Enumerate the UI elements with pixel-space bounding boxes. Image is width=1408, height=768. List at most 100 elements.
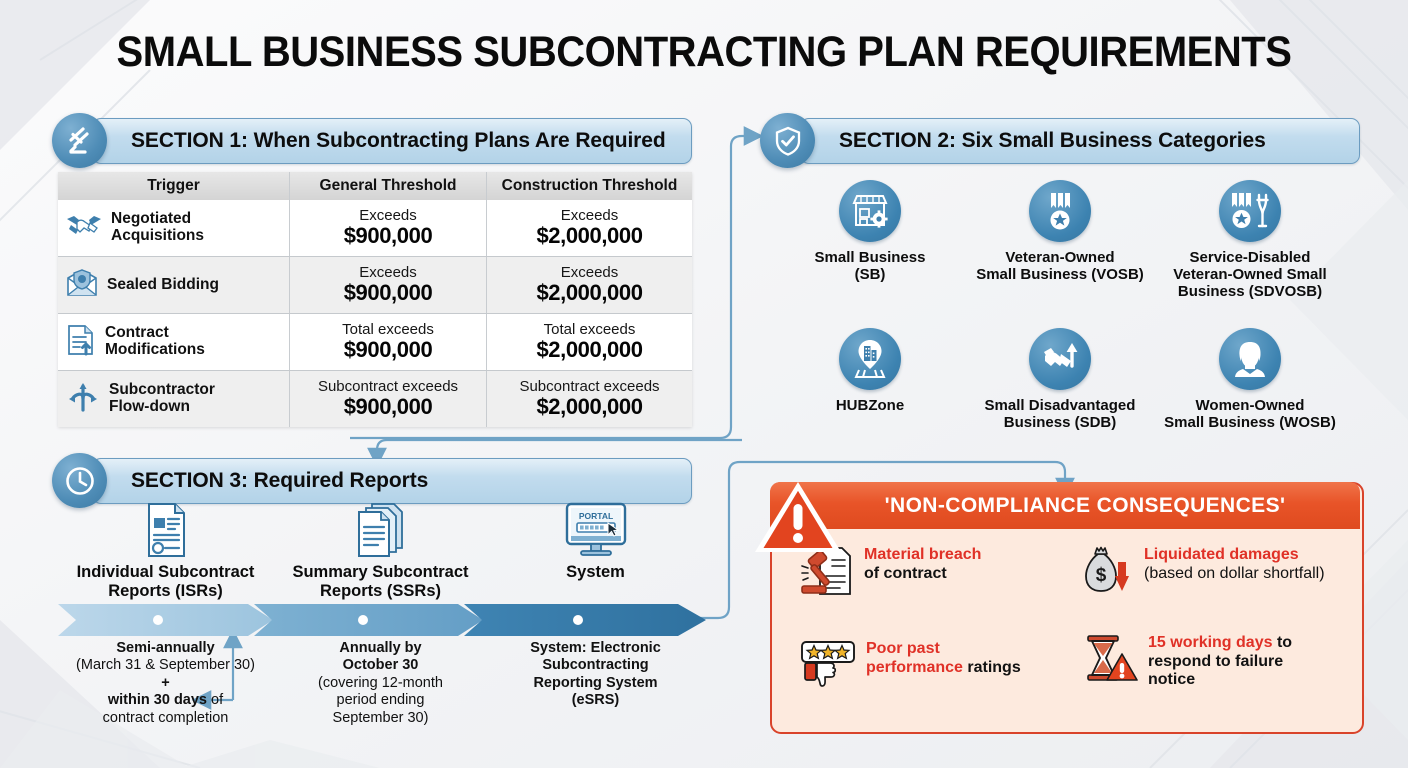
cell-construction-threshold: Exceeds $2,000,000	[487, 200, 692, 256]
process-arrow-bar	[58, 604, 706, 636]
thumbs-down-stars-icon	[800, 640, 856, 693]
construction-value: $2,000,000	[536, 393, 643, 419]
cell-construction-threshold: Subcontract exceeds $2,000,000	[487, 371, 692, 427]
branching-arrows-icon	[66, 382, 100, 417]
map-pin-building-icon	[839, 328, 901, 390]
single-document-icon	[58, 500, 273, 558]
cell-construction-threshold: Total exceeds $2,000,000	[487, 314, 692, 370]
medal-icon	[1029, 180, 1091, 242]
handshake-arrow-icon	[1029, 328, 1091, 390]
category-label: Small Business(SB)	[814, 249, 926, 284]
noncompliance-panel: 'NON-COMPLIANCE CONSEQUENCES' Material b…	[770, 482, 1364, 734]
table-row: Sealed Bidding Exceeds $900,000 Exceeds …	[58, 257, 692, 314]
storefront-gear-icon	[839, 180, 901, 242]
section-3-title: SECTION 3: Required Reports	[131, 469, 429, 492]
stacked-documents-icon	[273, 500, 488, 558]
medal-crutch-icon	[1219, 180, 1281, 242]
category-1: Small Business(SB)	[775, 180, 965, 283]
general-value: $900,000	[343, 393, 433, 419]
cell-trigger: Sealed Bidding	[58, 257, 290, 313]
general-prefix: Exceeds	[359, 206, 417, 224]
report-step-detail-1: Semi-annually(March 31 & September 30)+w…	[76, 640, 255, 726]
report-step-label: System	[566, 563, 625, 581]
noncompliance-header: 'NON-COMPLIANCE CONSEQUENCES'	[770, 482, 1360, 529]
general-prefix: Exceeds	[359, 263, 417, 281]
category-4: HUBZone	[775, 328, 965, 414]
section-3-header: SECTION 3: Required Reports	[52, 453, 692, 508]
sealed-envelope-icon	[66, 268, 98, 303]
consequence-item-2: $ Liquidated damages(based on dollar sho…	[1082, 546, 1352, 599]
svg-text:$: $	[1096, 565, 1107, 586]
section-3-bar: SECTION 3: Required Reports	[92, 458, 692, 504]
section-1-title: SECTION 1: When Subcontracting Plans Are…	[131, 129, 666, 152]
consequence-text: Liquidated damages(based on dollar short…	[1144, 546, 1325, 582]
page-title: SMALL BUSINESS SUBCONTRACTING PLAN REQUI…	[116, 28, 1292, 76]
report-step-3: PORTAL System	[488, 500, 703, 582]
shield-check-icon	[760, 113, 815, 168]
gavel-icon	[52, 113, 107, 168]
money-bag-down-arrow-icon: $	[1082, 546, 1134, 599]
general-prefix: Subcontract exceeds	[317, 377, 459, 395]
portal-monitor-icon: PORTAL	[488, 500, 703, 558]
section-1-header: SECTION 1: When Subcontracting Plans Are…	[52, 113, 692, 168]
section-2-header: SECTION 2: Six Small Business Categories	[760, 113, 1360, 168]
cell-general-threshold: Exceeds $900,000	[290, 200, 487, 256]
hourglass-warning-icon	[1082, 634, 1138, 689]
construction-prefix: Exceeds	[560, 263, 619, 281]
general-value: $900,000	[343, 336, 433, 362]
construction-prefix: Exceeds	[560, 206, 619, 224]
column-header-trigger: Trigger	[58, 172, 290, 200]
construction-value: $2,000,000	[536, 222, 643, 248]
column-header-general: General Threshold	[290, 172, 487, 200]
woman-avatar-icon	[1219, 328, 1281, 390]
general-value: $900,000	[343, 222, 433, 248]
cell-general-threshold: Total exceeds $900,000	[290, 314, 487, 370]
section-2-bar: SECTION 2: Six Small Business Categories	[800, 118, 1360, 164]
gavel-document-icon	[800, 546, 854, 601]
trigger-label: Sealed Bidding	[107, 275, 219, 293]
warning-triangle-icon	[755, 482, 841, 552]
handshake-icon	[66, 211, 102, 246]
section-2-title: SECTION 2: Six Small Business Categories	[839, 129, 1266, 152]
cell-general-threshold: Subcontract exceeds $900,000	[290, 371, 487, 427]
column-header-construction: Construction Threshold	[487, 172, 692, 200]
construction-prefix: Total exceeds	[543, 320, 636, 338]
construction-value: $2,000,000	[536, 336, 643, 362]
category-label: HUBZone	[835, 397, 905, 414]
svg-text:PORTAL: PORTAL	[578, 511, 612, 521]
general-prefix: Total exceeds	[342, 320, 434, 338]
construction-prefix: Subcontract exceeds	[519, 377, 660, 395]
general-value: $900,000	[343, 279, 433, 305]
cell-construction-threshold: Exceeds $2,000,000	[487, 257, 692, 313]
section-1-table: Trigger General Threshold Construction T…	[58, 172, 692, 427]
